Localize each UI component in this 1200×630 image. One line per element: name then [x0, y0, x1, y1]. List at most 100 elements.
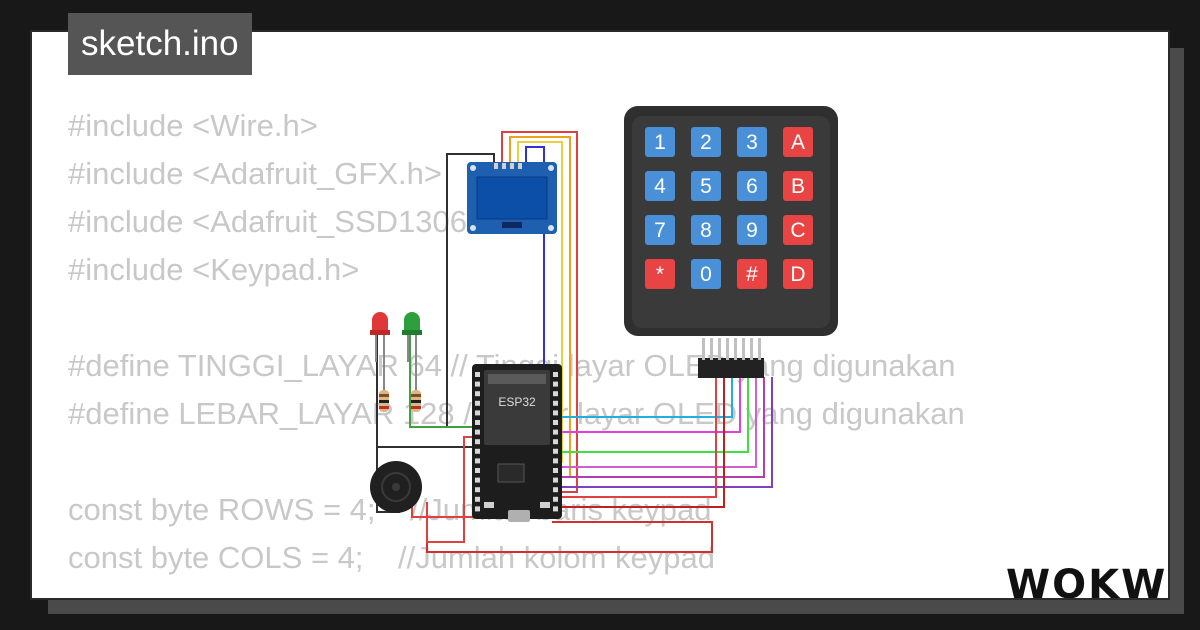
esp32-pin	[475, 410, 480, 416]
keypad-key-A[interactable]: A	[783, 127, 813, 157]
keypad-key-8[interactable]: 8	[691, 215, 721, 245]
wokwi-logo-icon: WOKWI	[1006, 562, 1168, 598]
code-line: #include <Adafruit_GFX.h>	[68, 156, 442, 191]
led-green-icon[interactable]	[402, 312, 422, 392]
code-line: #include <Wire.h>	[68, 108, 318, 143]
keypad-pin	[734, 338, 737, 360]
esp32-pin	[475, 372, 480, 377]
keypad-key-3[interactable]: 3	[737, 127, 767, 157]
esp32-pins-right	[553, 372, 558, 512]
esp32-pin	[475, 420, 480, 425]
esp32-pins-left	[475, 372, 480, 512]
keypad-pin	[718, 338, 721, 360]
keypad-key-label: 0	[700, 263, 712, 286]
keypad-key-label: 2	[700, 131, 712, 154]
keypad-key-B[interactable]: B	[783, 171, 813, 201]
wire-keypad-3	[552, 377, 749, 453]
keypad-pins	[702, 338, 761, 360]
membrane-keypad[interactable]: 1 2 3 A 4 5 6 B 7 8 9 C * 0 # D	[624, 106, 838, 378]
esp32-pin	[553, 448, 558, 454]
esp32-pin	[475, 506, 480, 512]
keypad-key-label: #	[746, 263, 758, 286]
keypad-key-1[interactable]: 1	[645, 127, 675, 157]
wire-keypad-4	[552, 377, 757, 468]
wire-keypad-5	[552, 377, 765, 478]
keypad-key-label: 6	[746, 175, 758, 198]
esp32-pin	[553, 410, 558, 416]
resistor-icon[interactable]	[411, 390, 421, 412]
esp32-pin	[475, 477, 480, 483]
project-card[interactable]: #include <Wire.h> #include <Adafruit_GFX.…	[32, 32, 1168, 598]
keypad-key-0[interactable]: 0	[691, 259, 721, 289]
esp32-pin	[475, 458, 480, 464]
keypad-key-label: 1	[654, 131, 666, 154]
code-line: #define TINGGI_LAYAR 64 // Tinggi layar …	[68, 348, 956, 383]
keypad-key-label: B	[791, 175, 805, 198]
file-tab[interactable]: sketch.ino	[68, 13, 252, 75]
keypad-key-label: 3	[746, 131, 758, 154]
keypad-connector	[698, 358, 764, 378]
keypad-pin	[702, 338, 705, 360]
wire-keypad-8	[552, 377, 725, 508]
wire-led-red-ground	[376, 327, 477, 448]
keypad-key-6[interactable]: 6	[737, 171, 767, 201]
keypad-key-5[interactable]: 5	[691, 171, 721, 201]
esp32-pin	[475, 381, 480, 387]
keypad-pin	[742, 338, 745, 360]
wire-keypad-7	[552, 377, 717, 498]
wires	[376, 131, 773, 553]
esp32-pin	[553, 381, 558, 387]
oled-screen	[476, 176, 548, 220]
keypad-key-label: 4	[654, 175, 666, 198]
code-preview: #include <Wire.h> #include <Adafruit_GFX.…	[68, 102, 965, 582]
esp32-pin	[553, 487, 558, 493]
usb-port	[508, 510, 530, 522]
code-line: #include <Adafruit_SSD1306.h>	[68, 204, 511, 239]
esp32-pin	[553, 420, 558, 425]
esp32-pin	[553, 496, 558, 502]
keypad-key-7[interactable]: 7	[645, 215, 675, 245]
keypad-key-label: A	[791, 131, 805, 154]
code-line: #include <Keypad.h>	[68, 252, 360, 287]
keypad-key-D[interactable]: D	[783, 259, 813, 289]
esp32-pin	[553, 506, 558, 512]
keypad-key-2[interactable]: 2	[691, 127, 721, 157]
wire-red	[501, 131, 578, 493]
code-line: #define LEBAR_LAYAR 128 // Lebar layar O…	[68, 396, 965, 431]
led-red-icon[interactable]	[370, 312, 390, 392]
keypad-key-9[interactable]: 9	[737, 215, 767, 245]
esp32-board[interactable]: ESP32	[472, 364, 562, 522]
esp32-label: ESP32	[498, 395, 536, 409]
esp32-pin	[475, 429, 480, 435]
keypad-key-label: *	[656, 263, 664, 286]
resistor-icon[interactable]	[379, 390, 389, 412]
keypad-key-4[interactable]: 4	[645, 171, 675, 201]
brand-text: WOKWI	[1006, 562, 1168, 598]
keypad-key-label: C	[790, 219, 805, 242]
keypad-key-C[interactable]: C	[783, 215, 813, 245]
code-line: const byte COLS = 4; //Jumlah kolom keyp…	[68, 540, 716, 575]
wire-keypad-red-long	[426, 502, 713, 553]
keypad-pin	[726, 338, 729, 360]
keypad-key-#[interactable]: #	[737, 259, 767, 289]
keypad-key-label: D	[790, 263, 805, 286]
esp32-pin	[475, 400, 480, 406]
esp32-pin	[553, 468, 558, 473]
keypad-key-label: 9	[746, 219, 758, 242]
keypad-keys: 1 2 3 A 4 5 6 B 7 8 9 C * 0 # D	[645, 127, 813, 289]
esp32-pin	[475, 448, 480, 454]
keypad-key-*[interactable]: *	[645, 259, 675, 289]
esp32-pin	[553, 477, 558, 483]
wire-keypad-1	[552, 377, 733, 418]
keypad-pin	[750, 338, 753, 360]
wire-led-green	[409, 327, 477, 428]
keypad-pin	[710, 338, 713, 360]
keypad-key-label: 7	[654, 219, 666, 242]
circuit-diagram: ESP32 1 2 3 A 4 5 6 B 7 8 9 C * 0 # D	[370, 106, 838, 553]
buzzer-icon[interactable]	[370, 461, 422, 513]
esp32-pin	[475, 439, 480, 445]
oled-display[interactable]	[467, 162, 557, 234]
esp32-pin	[475, 391, 480, 397]
reset-button	[484, 502, 494, 508]
esp32-pin	[553, 439, 558, 445]
